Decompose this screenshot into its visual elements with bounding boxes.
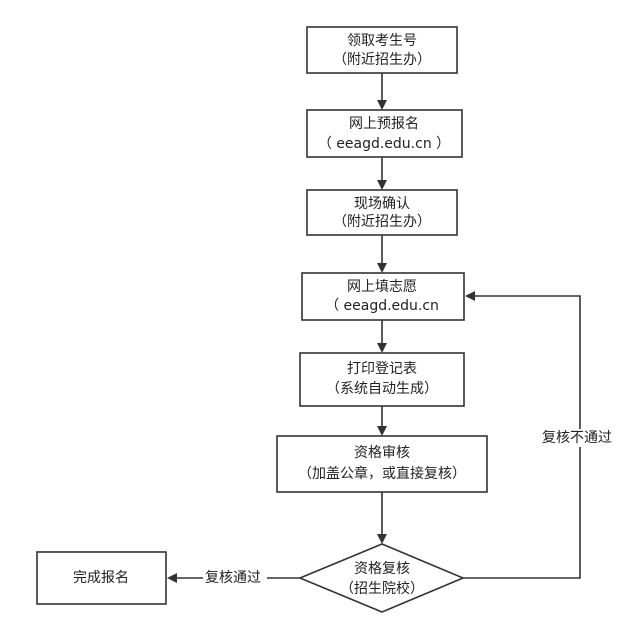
arrow-step3-to-step4 <box>377 235 387 273</box>
step-box <box>306 26 458 74</box>
step-box <box>276 435 488 493</box>
arrow-step4-to-step5 <box>377 320 387 353</box>
arrow-step1-to-step2 <box>377 73 387 110</box>
step-title: 网上预报名 <box>349 116 419 132</box>
arrow-step2-to-step3 <box>377 157 387 190</box>
final-box <box>36 551 167 605</box>
step-get-exam-number: 领取考生号 （附近招生办） <box>306 26 458 74</box>
final-label: 完成报名 <box>73 570 129 586</box>
decision-diamond <box>297 543 466 613</box>
decision-re-review: 资格复核 （招生院校） <box>297 543 466 613</box>
step-qualification-review: 资格审核 （加盖公章，或直接复核） <box>276 435 488 493</box>
step-title: 打印登记表 <box>347 360 417 377</box>
decision-subtitle: （招生院校） <box>340 580 424 597</box>
step-box <box>301 272 465 321</box>
step-online-preregistration: 网上预报名 （ eeagd.edu.cn ） <box>306 109 463 158</box>
edge-fail-label: 复核不通过 <box>542 429 612 446</box>
step-onsite-confirmation: 现场确认 （附近招生办） <box>306 189 458 236</box>
step-online-application: 网上填志愿 （ eeagd.edu.cn <box>301 272 465 321</box>
step-subtitle: （ eeagd.edu.cn ） <box>318 136 450 152</box>
step-subtitle: （系统自动生成） <box>326 381 438 397</box>
step-box <box>306 109 463 158</box>
step-print-form: 打印登记表 （系统自动生成） <box>299 352 465 407</box>
edge-pass: 复核通过 <box>167 569 300 587</box>
step-box <box>306 189 458 236</box>
step-subtitle: （附近招生办） <box>333 52 431 68</box>
step-subtitle: （加盖公章，或直接复核） <box>298 465 466 482</box>
edge-fail: 复核不通过 <box>463 291 622 579</box>
final-complete-registration: 完成报名 <box>36 551 167 605</box>
step-subtitle: （附近招生办） <box>333 214 431 230</box>
arrow-step5-to-step6 <box>377 406 387 436</box>
step-title: 资格审核 <box>354 445 410 461</box>
decision-title: 资格复核 <box>354 560 410 577</box>
arrow-step6-to-decision <box>377 492 387 544</box>
step-title: 网上填志愿 <box>347 279 417 295</box>
step-subtitle: （ eeagd.edu.cn <box>325 298 439 314</box>
step-title: 现场确认 <box>354 196 410 212</box>
edge-pass-label: 复核通过 <box>205 569 261 586</box>
step-box <box>299 352 465 407</box>
step-title: 领取考生号 <box>347 33 417 49</box>
